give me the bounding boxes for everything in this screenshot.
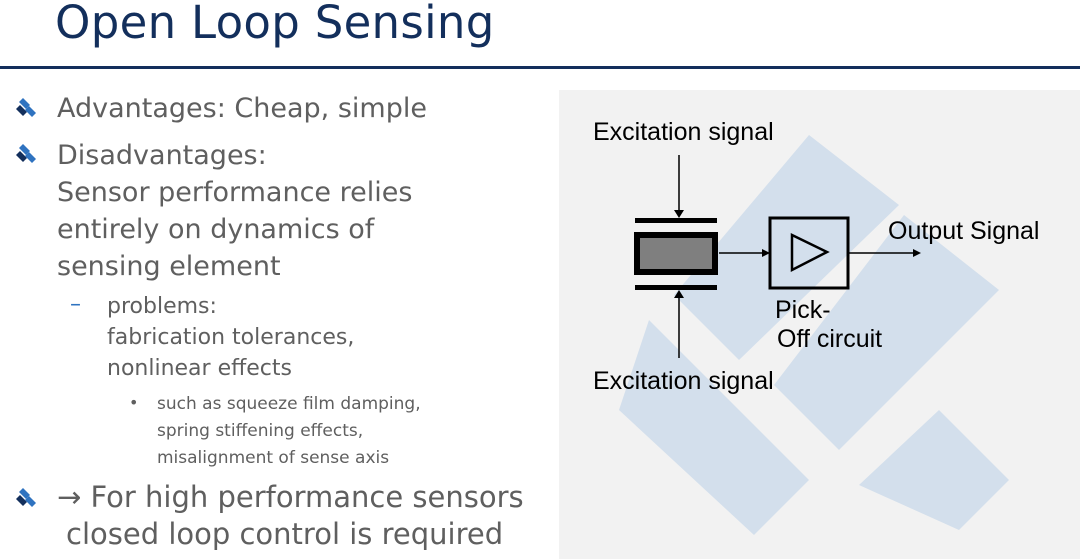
output-arrowhead — [913, 249, 921, 257]
slide-title: Open Loop Sensing — [55, 0, 495, 49]
conclusion-line: closed loop control is required — [66, 517, 504, 551]
problems-line: fabrication tolerances, — [107, 325, 355, 350]
diagram-panel: Excitation signal Output Signal Pick- Of… — [559, 90, 1080, 559]
pickoff-label-line2: Off circuit — [777, 325, 883, 353]
pickoff-label-line1: Pick- — [775, 296, 831, 324]
open-loop-diagram — [619, 135, 1009, 535]
dot-bullet: • — [129, 393, 139, 412]
top-electrode — [635, 218, 717, 223]
advantages-text: Advantages: Cheap, simple — [57, 93, 427, 124]
dash-bullet: – — [70, 292, 81, 317]
excitation-bottom-arrowhead — [674, 290, 684, 298]
conclusion-line: → For high performance sensors — [57, 480, 524, 514]
diamond-bullet-icon — [16, 98, 36, 117]
disadvantages-line: Sensor performance relies — [57, 177, 413, 208]
diamond-bullet-icon — [16, 144, 36, 163]
disadvantages-heading: Disadvantages: — [57, 140, 267, 171]
example-line: misalignment of sense axis — [157, 448, 390, 468]
watermark-logo — [619, 135, 1009, 535]
diamond-bullet-icon — [16, 488, 36, 507]
title-divider — [0, 66, 1080, 69]
problems-heading: problems: — [107, 294, 217, 319]
excitation-top-arrowhead — [674, 210, 684, 218]
example-line: spring stiffening effects, — [157, 421, 364, 441]
bottom-electrode — [635, 285, 717, 290]
disadvantages-line: entirely on dynamics of — [57, 214, 375, 245]
excitation-bottom-label: Excitation signal — [593, 367, 774, 395]
example-line: such as squeeze film damping, — [157, 394, 421, 414]
output-signal-label: Output Signal — [888, 217, 1040, 245]
disadvantages-line: sensing element — [57, 251, 281, 282]
excitation-top-label: Excitation signal — [593, 118, 774, 146]
amplifier-triangle-icon — [790, 233, 830, 273]
problems-line: nonlinear effects — [107, 356, 292, 381]
sensor-to-pickoff-arrowhead — [762, 249, 770, 257]
sensing-element — [634, 232, 718, 275]
